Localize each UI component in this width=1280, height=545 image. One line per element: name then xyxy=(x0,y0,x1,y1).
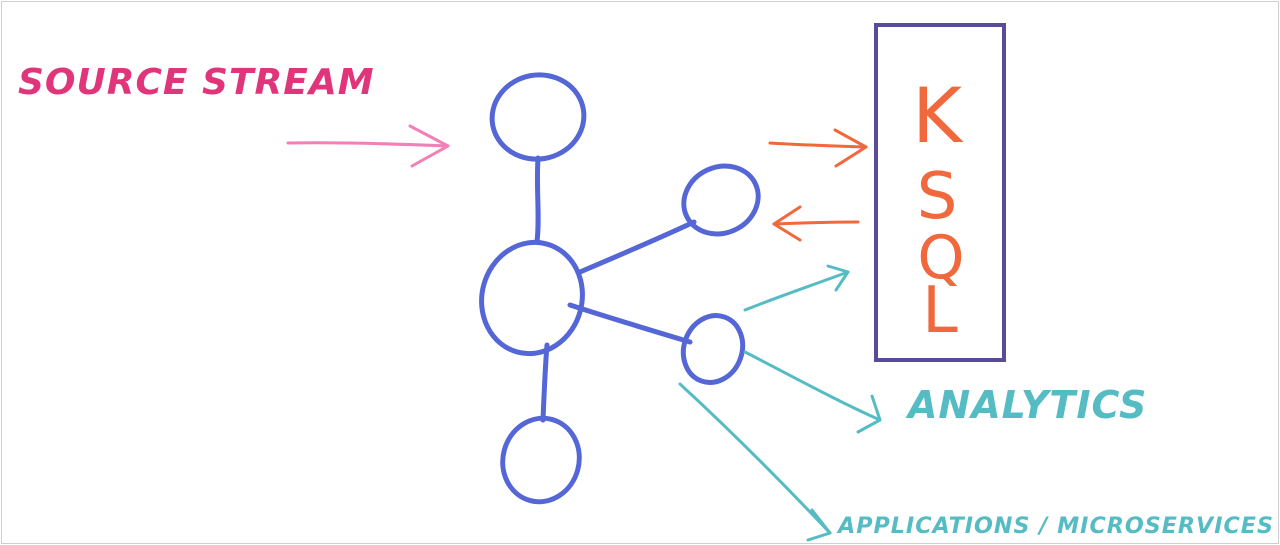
node-right-lower xyxy=(680,313,746,385)
ksql-letter-k: K xyxy=(912,71,964,160)
applications-label: APPLICATIONS / MICROSERVICES xyxy=(836,514,1274,539)
source-arrow xyxy=(286,124,450,168)
edge-right-upper xyxy=(577,219,697,275)
ksql-letter-s: S xyxy=(917,160,958,234)
ksql-letter-l: L xyxy=(922,274,958,348)
source-stream-label: SOURCE STREAM xyxy=(18,62,375,103)
arrow-to-analytics xyxy=(743,350,882,422)
kafka-network xyxy=(479,72,761,505)
edge-right-lower xyxy=(567,302,693,345)
arrow-to-ksql-teal xyxy=(743,270,850,312)
teal-arrows xyxy=(678,264,882,542)
edge-top xyxy=(534,155,541,245)
ksql-letters: K S Q L xyxy=(912,71,965,348)
analytics-label: ANALYTICS xyxy=(905,383,1147,427)
arrow-from-ksql xyxy=(772,220,860,226)
node-top xyxy=(489,72,587,162)
node-right-upper xyxy=(681,163,761,237)
arrow-to-ksql xyxy=(768,141,868,149)
node-bottom xyxy=(500,415,582,505)
arrow-to-applications xyxy=(678,382,832,535)
node-center xyxy=(479,239,585,357)
ksql-box xyxy=(874,23,1006,362)
edge-bottom xyxy=(540,342,550,423)
ksql-letter-q: Q xyxy=(917,223,964,293)
ksql-arrows xyxy=(768,128,868,242)
